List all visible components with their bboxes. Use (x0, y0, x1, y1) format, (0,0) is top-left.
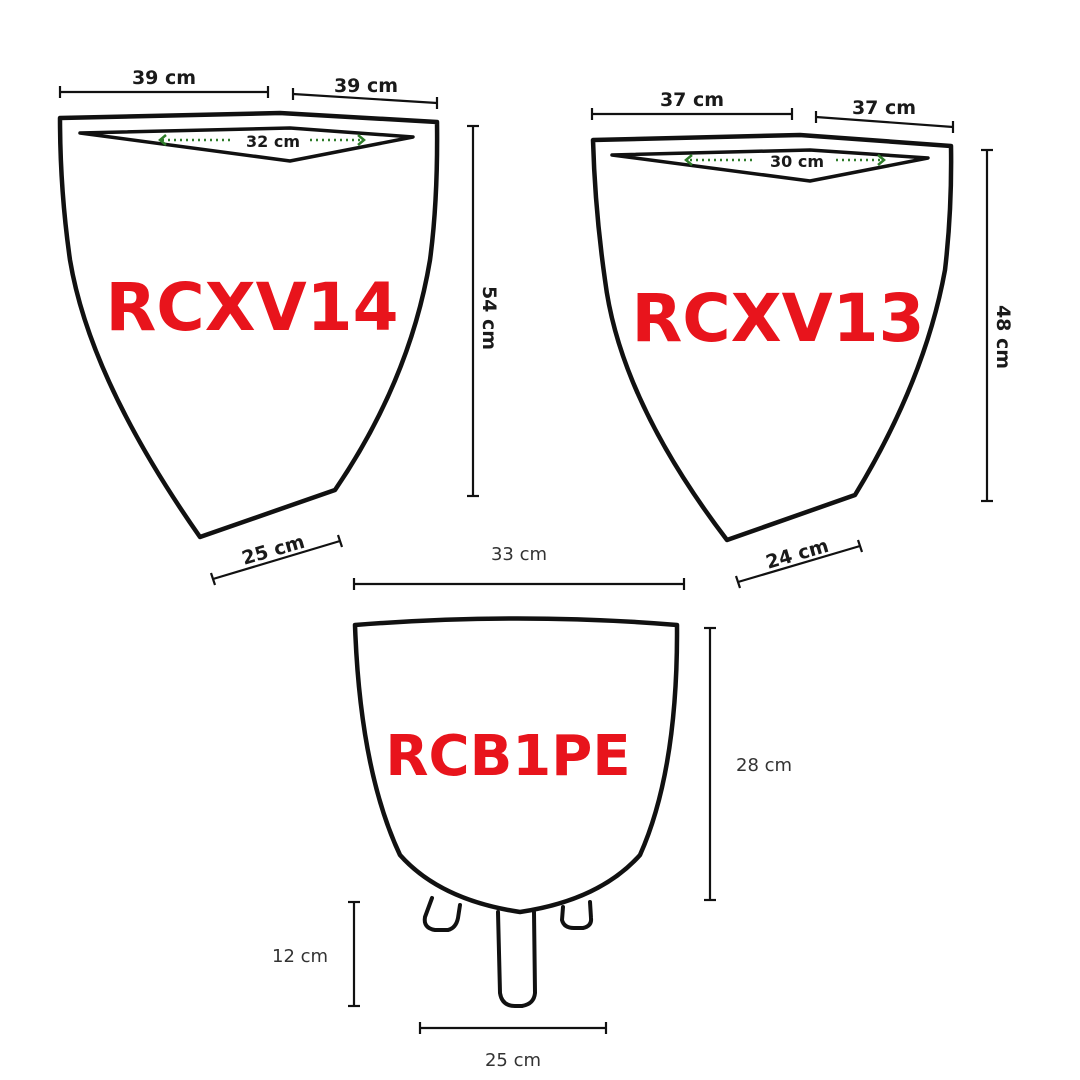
label-height: 54 cm (478, 286, 500, 350)
label-top-right-width: 37 cm (852, 97, 916, 119)
label-top-left-width: 39 cm (132, 67, 196, 89)
dim-top-left: 37 cm (590, 89, 794, 120)
pot-outline (57, 110, 440, 540)
pot-rcb1pe: 33 cm 28 cm 12 cm 25 cm RCB1PE (272, 544, 792, 1071)
inner-opening-dim: 30 cm (684, 152, 886, 171)
pot-rcxv13: 37 cm 37 cm 30 cm 48 cm 24 cm (590, 89, 1014, 589)
dim-leg-span: 25 cm (418, 1022, 608, 1071)
dim-top-right: 37 cm (814, 97, 955, 133)
inner-opening (610, 148, 930, 183)
leg-right (560, 900, 594, 930)
dim-height: 28 cm (704, 626, 792, 902)
dim-top-left: 39 cm (58, 67, 270, 98)
dim-height: 54 cm (467, 124, 500, 498)
label-height: 48 cm (992, 305, 1014, 369)
product-code: RCXV13 (631, 280, 924, 357)
dim-top-width: 33 cm (352, 544, 686, 590)
inner-opening (78, 126, 415, 163)
leg-left (422, 896, 462, 932)
dim-top-right: 39 cm (291, 75, 439, 109)
dim-height: 48 cm (981, 148, 1014, 503)
label-top-right-width: 39 cm (334, 75, 398, 97)
product-code: RCXV14 (105, 269, 398, 346)
label-leg-span: 25 cm (485, 1050, 541, 1071)
dim-leg-height: 12 cm (272, 900, 360, 1008)
label-inner-opening: 30 cm (770, 152, 824, 171)
label-height: 28 cm (736, 755, 792, 776)
label-leg-height: 12 cm (272, 946, 328, 967)
label-top-width: 33 cm (491, 544, 547, 565)
label-base-width: 24 cm (763, 535, 831, 574)
inner-opening-dim: 32 cm (158, 132, 366, 151)
label-inner-opening: 32 cm (246, 132, 300, 151)
pot-outline (590, 132, 954, 543)
dim-base: 24 cm (734, 535, 864, 589)
label-base-width: 25 cm (239, 531, 307, 570)
leg-front (496, 910, 537, 1008)
pot-body (352, 616, 680, 915)
pot-rcxv14: 39 cm 39 cm 32 cm 54 cm (57, 67, 500, 586)
label-top-left-width: 37 cm (660, 89, 724, 111)
product-code: RCB1PE (385, 724, 630, 789)
dim-base: 25 cm (209, 531, 344, 586)
